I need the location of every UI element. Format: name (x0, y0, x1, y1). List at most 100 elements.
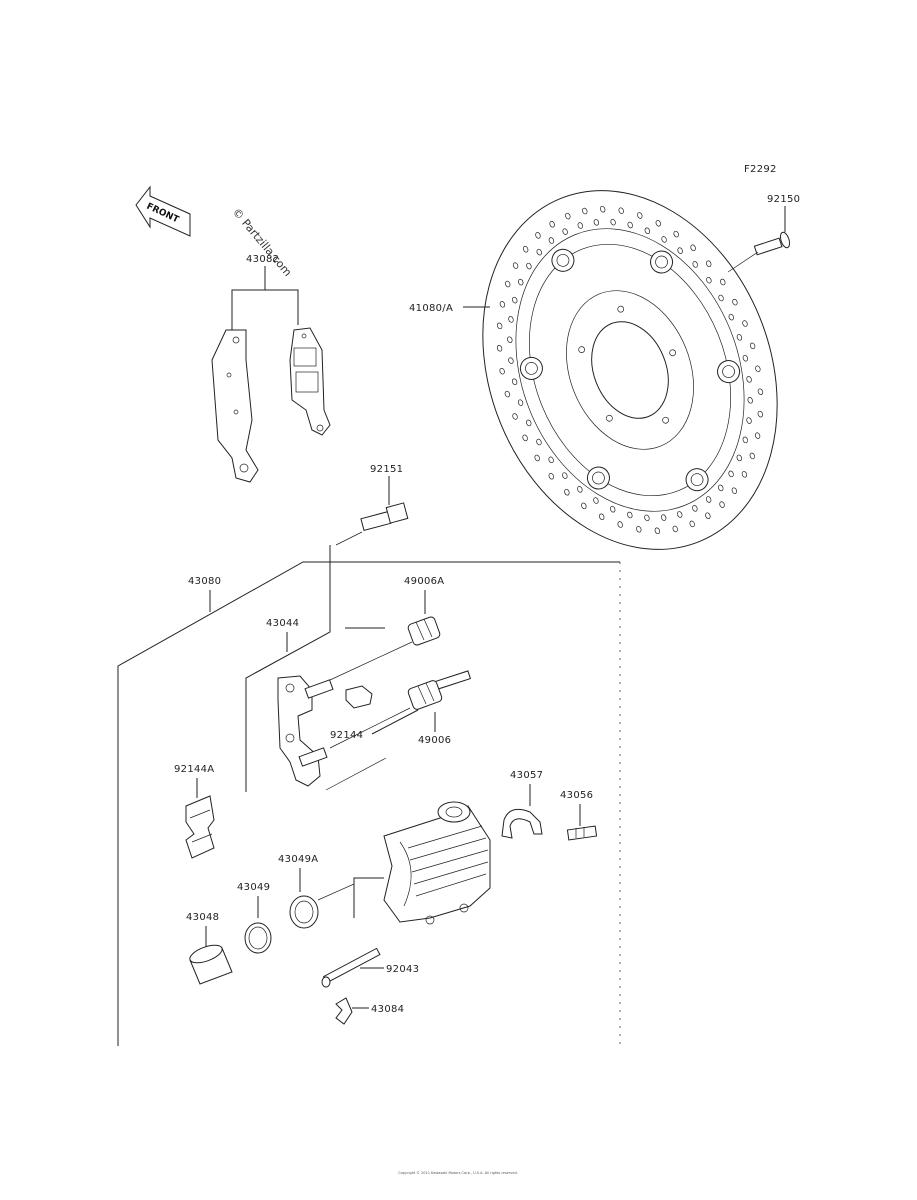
copyright: Copyright © 2011 Kawasaki Motors Corp., … (398, 1171, 518, 1175)
disc-drill-hole (742, 354, 749, 362)
label-holder: 43044 (266, 618, 299, 629)
disc-drill-hole (512, 262, 519, 269)
bracket-bolt[interactable] (335, 502, 409, 546)
disc-rivet (685, 468, 709, 492)
anti-rattle-spring[interactable] (185, 795, 215, 859)
brake-disc[interactable] (431, 146, 829, 594)
label-bracket-bolt: 92151 (370, 464, 403, 475)
pad-spring-clip[interactable] (345, 685, 373, 709)
label-piston-seal: 43049 (237, 882, 270, 893)
disc-drill-hole (504, 390, 511, 398)
disc-drill-hole (660, 514, 667, 521)
disc-rivet (650, 250, 674, 274)
disc-drill-hole (610, 505, 616, 513)
disc-drill-hole (627, 221, 633, 229)
disc-drill-hole (593, 497, 599, 504)
hub-bolt-hole (669, 349, 677, 357)
disc-drill-hole (518, 278, 524, 286)
disc-drill-hole (536, 438, 542, 446)
disc-drill-hole (522, 434, 528, 442)
pad-pin[interactable] (321, 947, 381, 988)
watermark: © Partzilla.com (230, 206, 295, 279)
disc-drill-hole (593, 219, 600, 226)
disc-drill-hole (728, 470, 734, 478)
pin-clip[interactable] (335, 997, 353, 1025)
disc-drill-hole (499, 367, 505, 375)
disc-drill-hole (526, 262, 532, 270)
brake-pad-left[interactable] (211, 329, 259, 483)
piston-seal[interactable] (244, 922, 272, 954)
label-pad-pin: 92043 (386, 964, 419, 975)
dust-seal[interactable] (289, 883, 355, 929)
disc-rivet-center (655, 255, 668, 269)
bleeder-cap[interactable] (501, 808, 543, 839)
label-clip: 43084 (371, 1004, 404, 1015)
disc-drill-hole (636, 526, 642, 533)
disc-drill-hole (644, 514, 650, 522)
disc-drill-hole (757, 388, 764, 395)
caliper-piston[interactable] (188, 942, 233, 985)
disc-drill-hole (610, 218, 616, 226)
label-boot: 49006 (418, 735, 451, 746)
label-bleeder-valve: 43056 (560, 790, 593, 801)
disc-drill-hole (749, 452, 755, 460)
disc-drill-hole (736, 334, 743, 341)
disc-drill-hole (582, 207, 588, 215)
disc-drill-hole (535, 232, 541, 239)
disc-drill-hole (731, 487, 737, 494)
disc-drill-hole (742, 436, 748, 444)
disc-drill-hole (644, 227, 650, 235)
disc-drill-hole (757, 410, 763, 418)
hub-bolt-hole (578, 346, 585, 353)
disc-drill-hole (654, 527, 660, 535)
disc-drill-hole (720, 278, 726, 286)
disc-drill-hole (565, 212, 571, 220)
disc-drill-hole (719, 501, 725, 508)
label-bleeder-cap: 43057 (510, 770, 543, 781)
disc-rivet-center (556, 253, 570, 267)
disc-drill-hole (706, 260, 712, 268)
brake-pad-right[interactable] (289, 327, 331, 436)
disc-drill-hole (706, 276, 712, 284)
disc-rivet-center (722, 365, 735, 378)
label-piston: 43048 (186, 912, 219, 923)
caliper-body[interactable] (383, 801, 491, 925)
label-disc: 41080/A (409, 303, 453, 314)
disc-drill-hole (742, 320, 748, 327)
disc-drill-hole (599, 513, 605, 521)
disc-drill-hole (564, 488, 570, 496)
disc-drill-hole (600, 205, 606, 213)
disc-rivet-center (525, 362, 538, 375)
disc-drill-hole (577, 222, 583, 229)
slide-pin[interactable] (434, 670, 472, 690)
label-pad-set: 43082 (246, 254, 279, 265)
disc-drill-hole (690, 244, 696, 252)
disc-drill-hole (526, 419, 532, 427)
disc-drill-hole (618, 207, 624, 214)
disc-drill-hole (496, 345, 503, 352)
label-dust-seal: 43049A (278, 854, 318, 865)
disc-rivet (586, 466, 610, 490)
disc-drill-hole (732, 298, 738, 306)
disc-drill-hole (548, 237, 555, 244)
disc-drill-hole (577, 486, 583, 493)
disc-rivet (551, 248, 575, 272)
disc-drill-hole (508, 316, 514, 323)
disc-drill-hole (673, 230, 679, 238)
disc-drill-hole (677, 511, 683, 518)
disc-drill-hole (754, 432, 761, 439)
disc-bolt[interactable] (727, 206, 791, 273)
disc-rivet (717, 360, 741, 384)
disc-drill-hole (627, 511, 633, 519)
label-pin: 92144 (330, 730, 363, 741)
bleeder-valve[interactable] (566, 825, 598, 841)
disc-drill-hole (705, 512, 711, 519)
disc-drill-hole (692, 261, 698, 268)
disc-drill-hole (755, 365, 761, 373)
rubber-boot[interactable] (407, 680, 443, 711)
disc-drill-hole (746, 376, 752, 383)
hub-bolt-hole (606, 414, 613, 422)
caliper-holder[interactable] (277, 641, 413, 791)
disc-drill-hole (512, 296, 518, 304)
rubber-boot-a[interactable] (407, 616, 441, 646)
